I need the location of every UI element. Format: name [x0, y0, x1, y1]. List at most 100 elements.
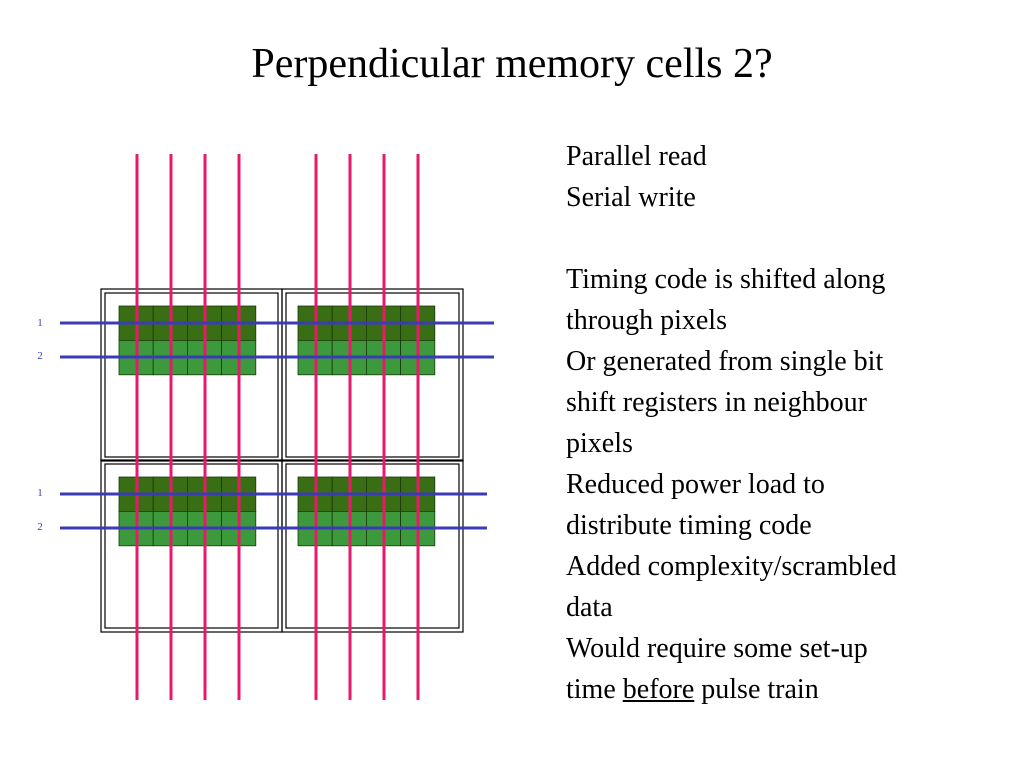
memory-cell	[118, 493, 137, 512]
memory-cell	[400, 476, 419, 495]
memory-cell	[118, 322, 137, 341]
memory-cell	[135, 305, 154, 324]
memory-cell	[348, 510, 367, 529]
memory-cell	[383, 305, 402, 324]
memory-cell	[365, 305, 384, 324]
memory-cell	[186, 305, 205, 324]
memory-cell	[135, 510, 154, 529]
memory-cell	[365, 510, 384, 529]
memory-cell	[118, 339, 137, 358]
memory-cell	[314, 493, 333, 512]
row-label: 2	[37, 521, 43, 533]
memory-cell	[331, 510, 350, 529]
memory-cell	[348, 339, 367, 358]
slide-title: Perpendicular memory cells 2?	[251, 41, 773, 87]
memory-cell	[238, 357, 257, 376]
memory-cell	[152, 528, 171, 547]
memory-cell	[331, 493, 350, 512]
memory-cell	[118, 510, 137, 529]
memory-cell	[348, 528, 367, 547]
memory-cell	[314, 305, 333, 324]
memory-cell	[186, 528, 205, 547]
pixel-frame-inner	[104, 463, 279, 629]
pixel-frame	[281, 288, 464, 462]
memory-cell	[238, 339, 257, 358]
memory-cell	[417, 476, 436, 495]
memory-cell	[135, 528, 154, 547]
memory-cell	[135, 357, 154, 376]
memory-cell	[348, 322, 367, 341]
memory-cell	[152, 322, 171, 341]
memory-cell	[417, 493, 436, 512]
row-label: 1	[37, 317, 43, 329]
memory-cell	[348, 305, 367, 324]
memory-cell	[417, 357, 436, 376]
memory-cell	[314, 528, 333, 547]
memory-cell	[238, 322, 257, 341]
memory-cell	[331, 528, 350, 547]
memory-cell	[348, 476, 367, 495]
memory-cell	[297, 510, 316, 529]
note-line: Serial write	[566, 182, 696, 213]
memory-cell	[331, 322, 350, 341]
memory-cell	[169, 510, 188, 529]
note-line: shift registers in neighbour	[566, 387, 867, 418]
memory-cell	[365, 476, 384, 495]
memory-cell	[221, 510, 240, 529]
memory-cell	[314, 339, 333, 358]
memory-cell	[221, 322, 240, 341]
memory-cell	[383, 510, 402, 529]
memory-cell	[169, 357, 188, 376]
memory-cell	[186, 510, 205, 529]
memory-cell	[331, 357, 350, 376]
note-line: distribute timing code	[566, 510, 812, 541]
memory-cell	[365, 528, 384, 547]
memory-cell	[135, 476, 154, 495]
memory-cell	[221, 305, 240, 324]
memory-cell	[152, 357, 171, 376]
note-spacer	[566, 218, 1016, 259]
memory-cell	[221, 476, 240, 495]
memory-cell	[383, 493, 402, 512]
memory-cell	[331, 339, 350, 358]
memory-cell	[238, 476, 257, 495]
memory-cell	[238, 510, 257, 529]
memory-cell	[238, 493, 257, 512]
memory-cell	[365, 357, 384, 376]
memory-cell	[365, 339, 384, 358]
memory-cell	[348, 357, 367, 376]
memory-cell	[331, 305, 350, 324]
memory-cell	[152, 305, 171, 324]
note-line: Timing code is shifted along	[566, 264, 886, 295]
memory-cell	[400, 322, 419, 341]
note-fragment: time	[566, 674, 623, 705]
memory-cell	[314, 476, 333, 495]
memory-cell	[152, 493, 171, 512]
memory-cell	[169, 528, 188, 547]
memory-cell	[186, 339, 205, 358]
memory-cell	[400, 528, 419, 547]
note-line: pixels	[566, 428, 633, 459]
memory-cell	[118, 528, 137, 547]
memory-cell	[238, 528, 257, 547]
memory-cell	[118, 305, 137, 324]
row-label: 1	[37, 487, 43, 499]
memory-cell	[314, 322, 333, 341]
memory-cell	[400, 493, 419, 512]
memory-cell	[400, 305, 419, 324]
memory-cell	[297, 476, 316, 495]
memory-cell	[314, 510, 333, 529]
memory-cell	[204, 493, 223, 512]
memory-cell	[204, 322, 223, 341]
memory-cell	[331, 476, 350, 495]
memory-cell	[204, 476, 223, 495]
memory-cell	[417, 339, 436, 358]
memory-cell	[400, 510, 419, 529]
note-line: through pixels	[566, 305, 727, 336]
memory-cell	[186, 476, 205, 495]
memory-cell	[383, 357, 402, 376]
memory-cell	[297, 493, 316, 512]
memory-cell	[186, 357, 205, 376]
